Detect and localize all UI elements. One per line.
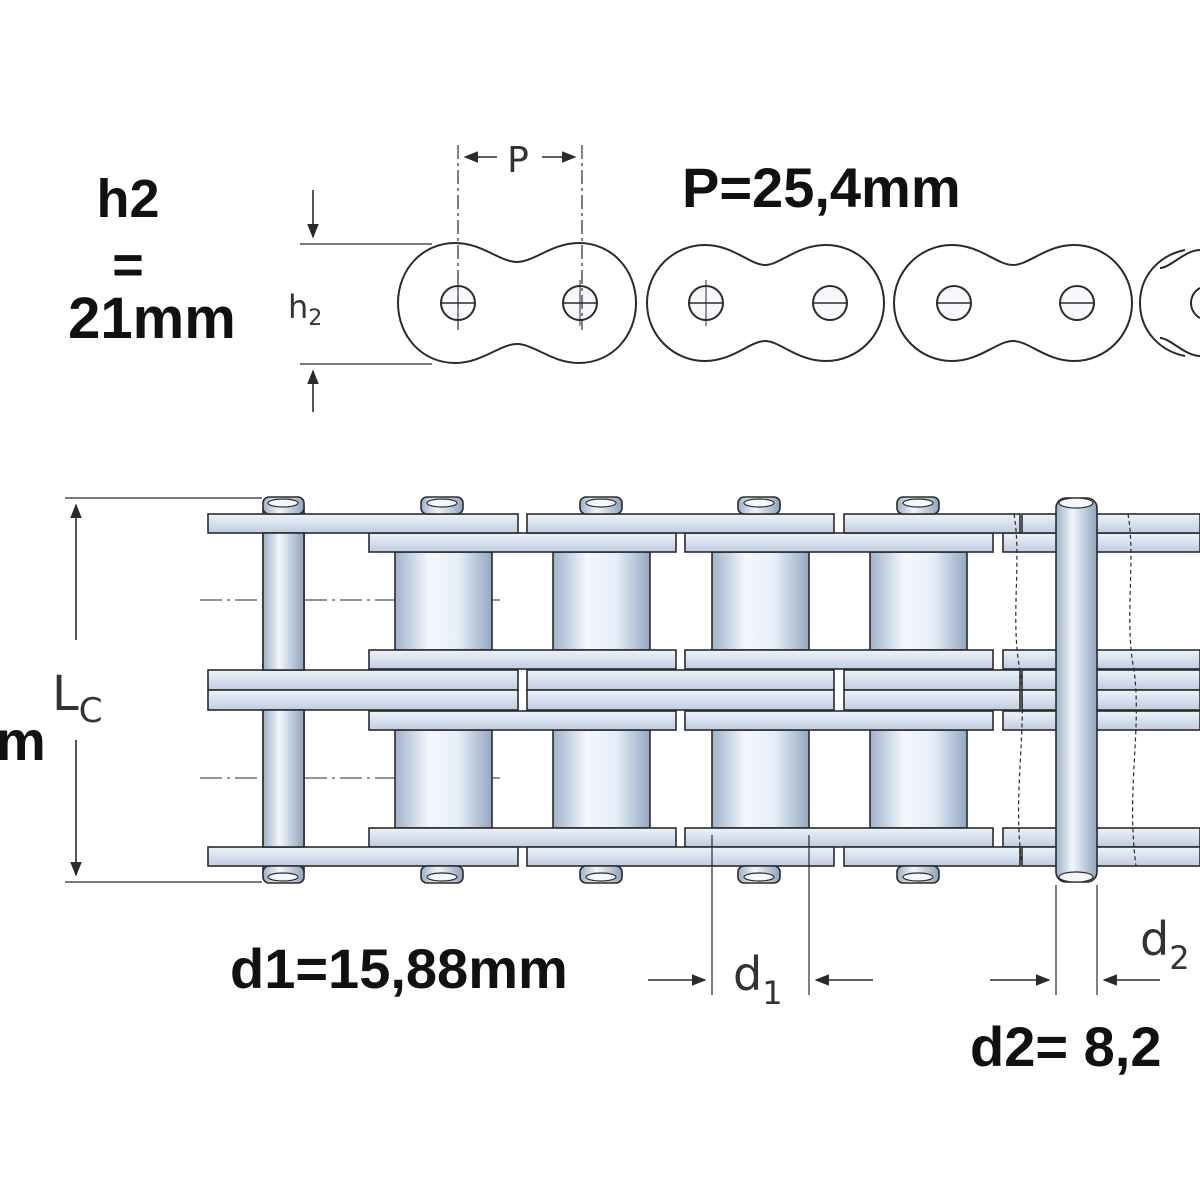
pin-head bbox=[262, 496, 305, 515]
roller bbox=[552, 729, 651, 829]
inner-plate bbox=[684, 532, 994, 553]
d1-callout: d1=15,88mm bbox=[230, 937, 568, 1000]
side-view-pin-hole bbox=[936, 285, 972, 321]
inner-plate bbox=[1002, 710, 1200, 731]
outer-plate bbox=[1021, 846, 1200, 867]
middle-plate bbox=[207, 689, 519, 711]
inner-plate bbox=[684, 649, 994, 670]
d1-symbol: d1 bbox=[733, 947, 783, 1012]
outer-plate bbox=[207, 513, 519, 534]
d2-dimension: d2 bbox=[990, 885, 1190, 995]
outer-plate bbox=[526, 513, 835, 534]
inner-plate bbox=[368, 532, 677, 553]
roller bbox=[394, 551, 493, 651]
outer-plate bbox=[843, 513, 1021, 534]
middle-plate bbox=[1021, 689, 1200, 711]
pitch-symbol: P bbox=[507, 140, 529, 181]
side-view: P h2 bbox=[288, 140, 1200, 412]
inner-plate bbox=[1002, 827, 1200, 848]
pin-head bbox=[896, 865, 940, 884]
middle-plate bbox=[526, 689, 835, 711]
inner-plate bbox=[684, 710, 994, 731]
pin-head bbox=[420, 496, 464, 515]
pin-head bbox=[737, 496, 781, 515]
side-view-pin-hole bbox=[1059, 285, 1095, 321]
lc-callout-fragment: m bbox=[0, 709, 46, 772]
inner-plate bbox=[368, 827, 677, 848]
d1-dimension: d1 bbox=[648, 835, 873, 1012]
d2-symbol: d2 bbox=[1140, 912, 1190, 977]
inner-plate bbox=[684, 827, 994, 848]
lc-symbol: LC bbox=[52, 666, 103, 731]
roller bbox=[711, 551, 810, 651]
middle-plate bbox=[526, 669, 835, 691]
h2-callout-value: 21mm bbox=[68, 286, 236, 351]
roller bbox=[711, 729, 810, 829]
pitch-dimension: P bbox=[457, 140, 583, 330]
side-view-link-outline bbox=[1139, 249, 1200, 357]
roller bbox=[869, 551, 968, 651]
roller bbox=[394, 729, 493, 829]
roller bbox=[552, 551, 651, 651]
outer-plate bbox=[1021, 513, 1200, 534]
pin-head bbox=[579, 865, 623, 884]
inner-plate bbox=[1002, 532, 1200, 553]
side-view-pin-hole bbox=[812, 285, 848, 321]
pin-head bbox=[896, 496, 940, 515]
middle-plate bbox=[843, 689, 1021, 711]
inner-plate bbox=[368, 710, 677, 731]
outer-plate bbox=[207, 846, 519, 867]
lc-dimension: LC bbox=[52, 497, 262, 883]
h2-callout-equals: = bbox=[112, 235, 144, 295]
d2-callout: d2= 8,2 bbox=[970, 1015, 1161, 1078]
side-view-link-outline bbox=[892, 243, 1134, 363]
pin-head bbox=[262, 865, 305, 884]
pin-head bbox=[579, 496, 623, 515]
pitch-callout: P=25,4mm bbox=[682, 156, 961, 219]
outer-plate bbox=[843, 846, 1021, 867]
inner-plate bbox=[1002, 649, 1200, 670]
roller bbox=[869, 729, 968, 829]
connecting-pin bbox=[1055, 497, 1098, 883]
middle-plate bbox=[207, 669, 519, 691]
middle-plate bbox=[843, 669, 1021, 691]
top-view: LC d1 d2 bbox=[52, 496, 1200, 1012]
height-dimension: h2 bbox=[288, 190, 432, 412]
h2-callout-title: h2 bbox=[96, 169, 159, 229]
middle-plate bbox=[1021, 669, 1200, 691]
side-view-link-outline bbox=[645, 243, 886, 363]
pin-head bbox=[420, 865, 464, 884]
inner-plate bbox=[368, 649, 677, 670]
pin-head bbox=[737, 865, 781, 884]
height-symbol: h2 bbox=[288, 288, 322, 331]
outer-plate bbox=[526, 846, 835, 867]
side-view-link-outline bbox=[396, 241, 638, 365]
